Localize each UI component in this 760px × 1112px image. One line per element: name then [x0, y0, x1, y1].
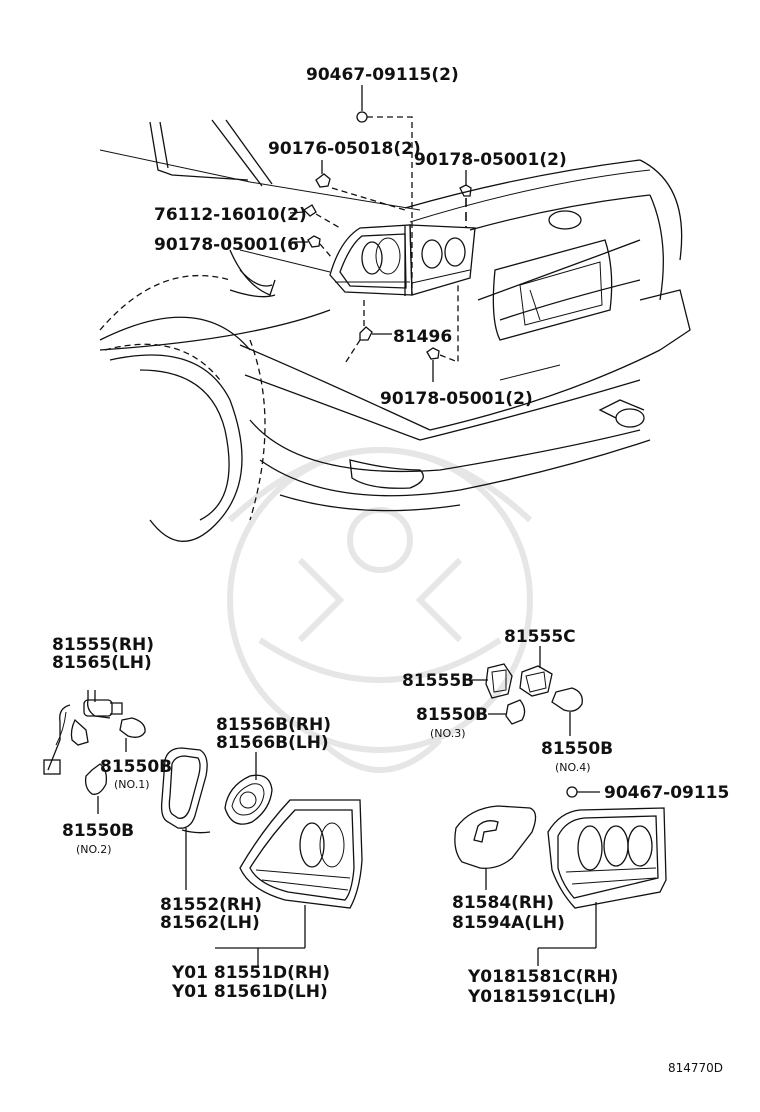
label-90467-09115-2: 90467-09115(2)	[306, 65, 459, 85]
label-81550b-no2: 81550B	[62, 821, 134, 841]
installed-tail-lamp	[329, 224, 476, 296]
diagram-reference-number: 814770D	[668, 1061, 723, 1075]
label-81496: 81496	[393, 327, 452, 347]
clip-icon	[566, 786, 578, 798]
upper-fastener-group	[289, 85, 472, 382]
label-81565-lh: 81565(LH)	[52, 653, 152, 673]
label-81550b-no1: 81550B	[100, 757, 172, 777]
label-76112-16010-2: 76112-16010(2)	[154, 205, 307, 225]
label-81551d-rh: Y01 81551D(RH)	[171, 963, 330, 983]
label-81566b-lh: 81566B(LH)	[216, 733, 329, 753]
lower-right-exploded-parts	[454, 646, 667, 966]
clip-icon	[356, 111, 368, 123]
car-rear-body	[99, 119, 691, 542]
nut-icon	[359, 326, 373, 341]
label-81591c-lh: Y0181591C(LH)	[467, 987, 616, 1007]
clip-icon	[302, 204, 317, 217]
nut-icon	[426, 347, 440, 360]
label-90178-05001-2-top: 90178-05001(2)	[414, 150, 567, 170]
label-no3: (NO.3)	[430, 727, 466, 740]
label-81555-rh: 81555(RH)	[52, 635, 154, 655]
nut-icon	[307, 235, 321, 248]
label-81550b-no3: 81550B	[416, 705, 488, 725]
label-81562-lh: 81562(LH)	[160, 913, 260, 933]
label-81581c-rh: Y0181581C(RH)	[467, 967, 618, 987]
label-81555b: 81555B	[402, 671, 474, 691]
label-no1: (NO.1)	[114, 778, 150, 791]
label-81594a-lh: 81594A(LH)	[452, 913, 565, 933]
nut-icon	[459, 184, 472, 197]
label-no4: (NO.4)	[555, 761, 591, 774]
label-no2: (NO.2)	[76, 843, 112, 856]
label-81552-rh: 81552(RH)	[160, 895, 262, 915]
label-90178-05001-2-bottom: 90178-05001(2)	[380, 389, 533, 409]
label-81584-rh: 81584(RH)	[452, 893, 554, 913]
label-81561d-lh: Y01 81561D(LH)	[171, 982, 328, 1002]
label-90176-05018-2: 90176-05018(2)	[268, 139, 421, 159]
label-90467-09115: 90467-09115	[604, 783, 729, 803]
callout-labels: 90467-09115(2) 90176-05018(2) 90178-0500…	[52, 65, 729, 1075]
watermark-emblem	[227, 447, 533, 773]
lower-left-exploded-parts	[43, 690, 363, 968]
label-90178-05001-6: 90178-05001(6)	[154, 235, 307, 255]
nut-icon	[315, 173, 331, 188]
label-81555c: 81555C	[504, 627, 576, 647]
label-81556b-rh: 81556B(RH)	[216, 715, 331, 735]
label-81550b-no4: 81550B	[541, 739, 613, 759]
